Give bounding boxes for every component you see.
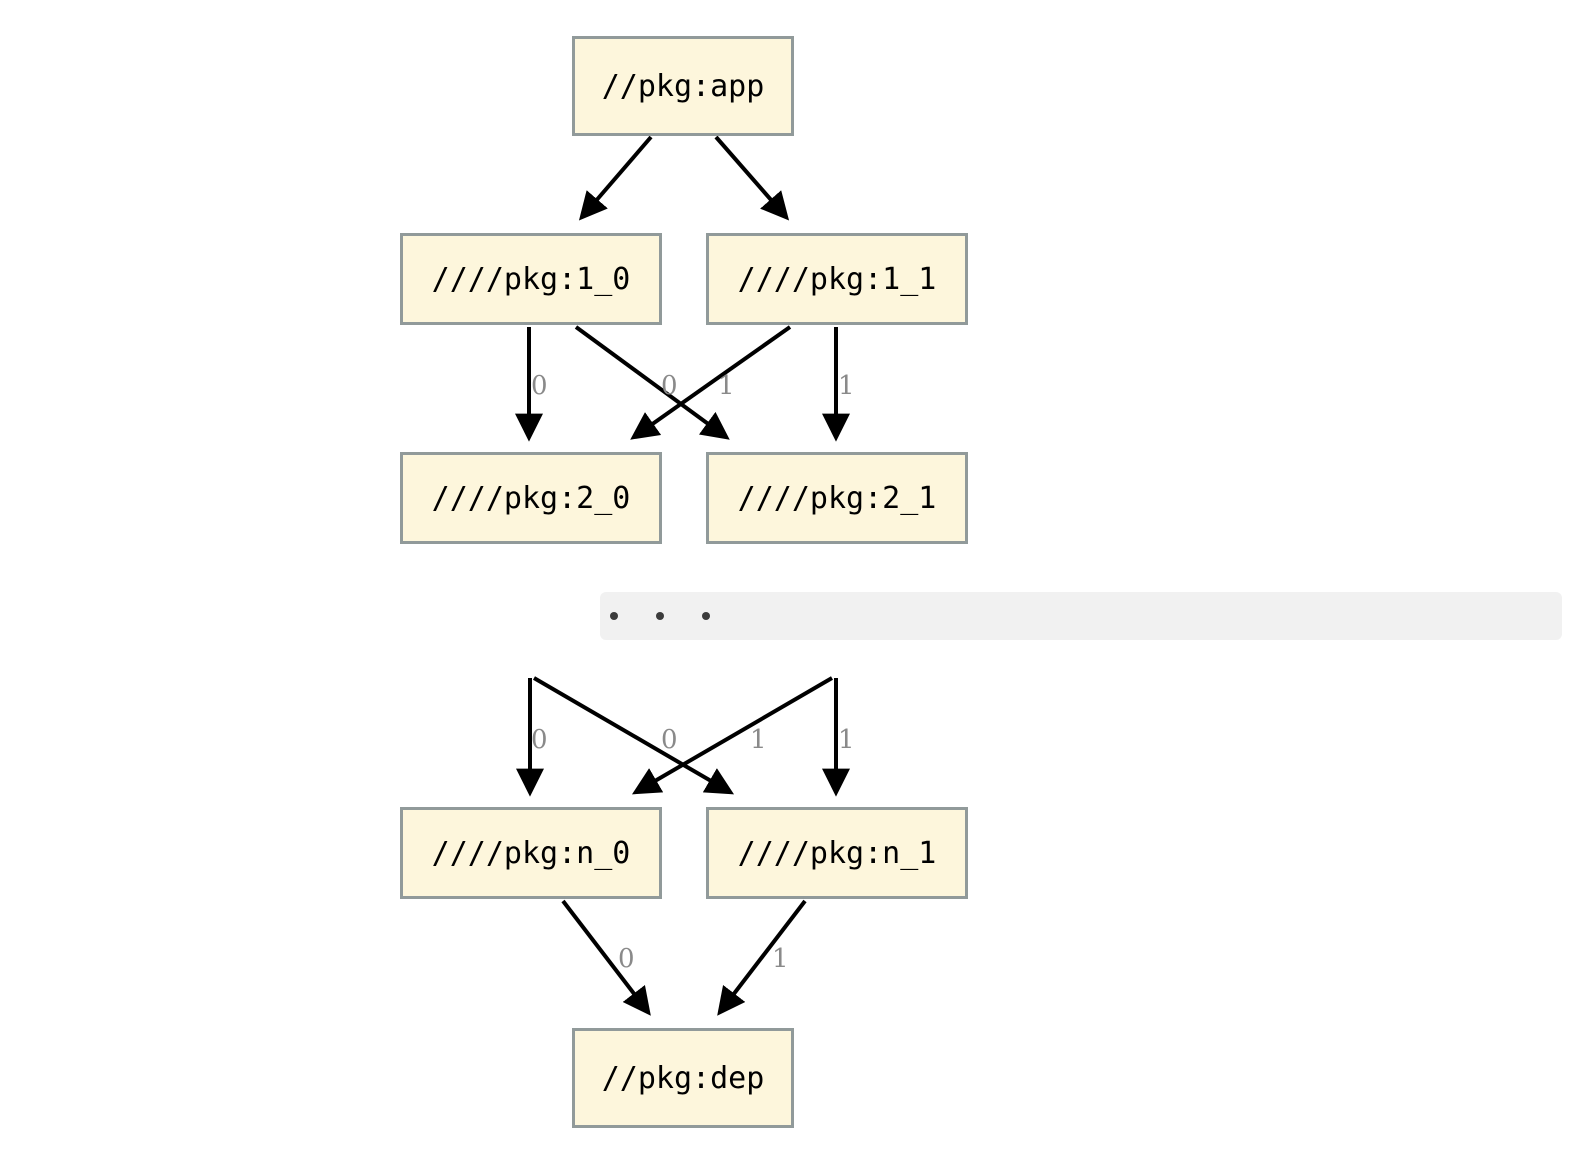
node-pkg-2_1-label: ////pkg:2_1: [737, 480, 937, 516]
edge-label-dangling-n_0: 0: [531, 725, 548, 755]
node-pkg-2_0-label: ////pkg:2_0: [431, 480, 631, 516]
node-app[interactable]: //pkg:app: [572, 36, 794, 136]
edge-1_0-to-2_1: [574, 325, 730, 440]
edge-label-dangling-cross-n_0: 1: [750, 725, 767, 755]
edge-dangling-to-n_1: [532, 676, 735, 795]
edge-n_0-to-dep: [561, 899, 651, 1016]
node-pkg-2_0[interactable]: ////pkg:2_0: [400, 452, 662, 544]
node-pkg-n_1[interactable]: ////pkg:n_1: [706, 807, 968, 899]
ellipsis-dot-3: [702, 612, 710, 620]
node-pkg-1_1-label: ////pkg:1_1: [737, 261, 937, 297]
node-pkg-1_0[interactable]: ////pkg:1_0: [400, 233, 662, 325]
edge-label-1_1-2_1: 1: [838, 371, 855, 401]
edge-label-dangling-straight-n_1: 1: [838, 725, 855, 755]
node-pkg-n_0-label: ////pkg:n_0: [431, 835, 631, 871]
ellipsis-dots-icon: [610, 612, 748, 620]
edge-app-to-1_1: [714, 135, 790, 221]
edge-label-1_1-2_0: 1: [718, 371, 735, 401]
node-dep[interactable]: //pkg:dep: [572, 1028, 794, 1128]
ellipsis-dot-2: [656, 612, 664, 620]
edge-n_1-to-dep: [717, 899, 807, 1016]
edge-label-n_1-dep: 1: [772, 944, 789, 974]
node-pkg-n_1-label: ////pkg:n_1: [737, 835, 937, 871]
edge-label-dangling-n_1: 0: [661, 725, 678, 755]
node-app-label: //pkg:app: [601, 68, 765, 104]
node-pkg-1_1[interactable]: ////pkg:1_1: [706, 233, 968, 325]
edge-label-n_0-dep: 0: [618, 944, 635, 974]
edge-app-to-1_0: [578, 135, 653, 221]
edge-label-1_0-2_0: 0: [531, 371, 548, 401]
ellipsis-dot-1: [610, 612, 618, 620]
node-pkg-1_0-label: ////pkg:1_0: [431, 261, 631, 297]
edge-dangling-cross-to-n_0: [631, 676, 834, 795]
node-pkg-n_0[interactable]: ////pkg:n_0: [400, 807, 662, 899]
node-dep-label: //pkg:dep: [601, 1060, 765, 1096]
node-pkg-2_1[interactable]: ////pkg:2_1: [706, 452, 968, 544]
edge-label-1_0-2_1: 0: [661, 371, 678, 401]
ellipsis-band: [600, 592, 1562, 640]
edge-1_1-to-2_0: [630, 325, 792, 440]
